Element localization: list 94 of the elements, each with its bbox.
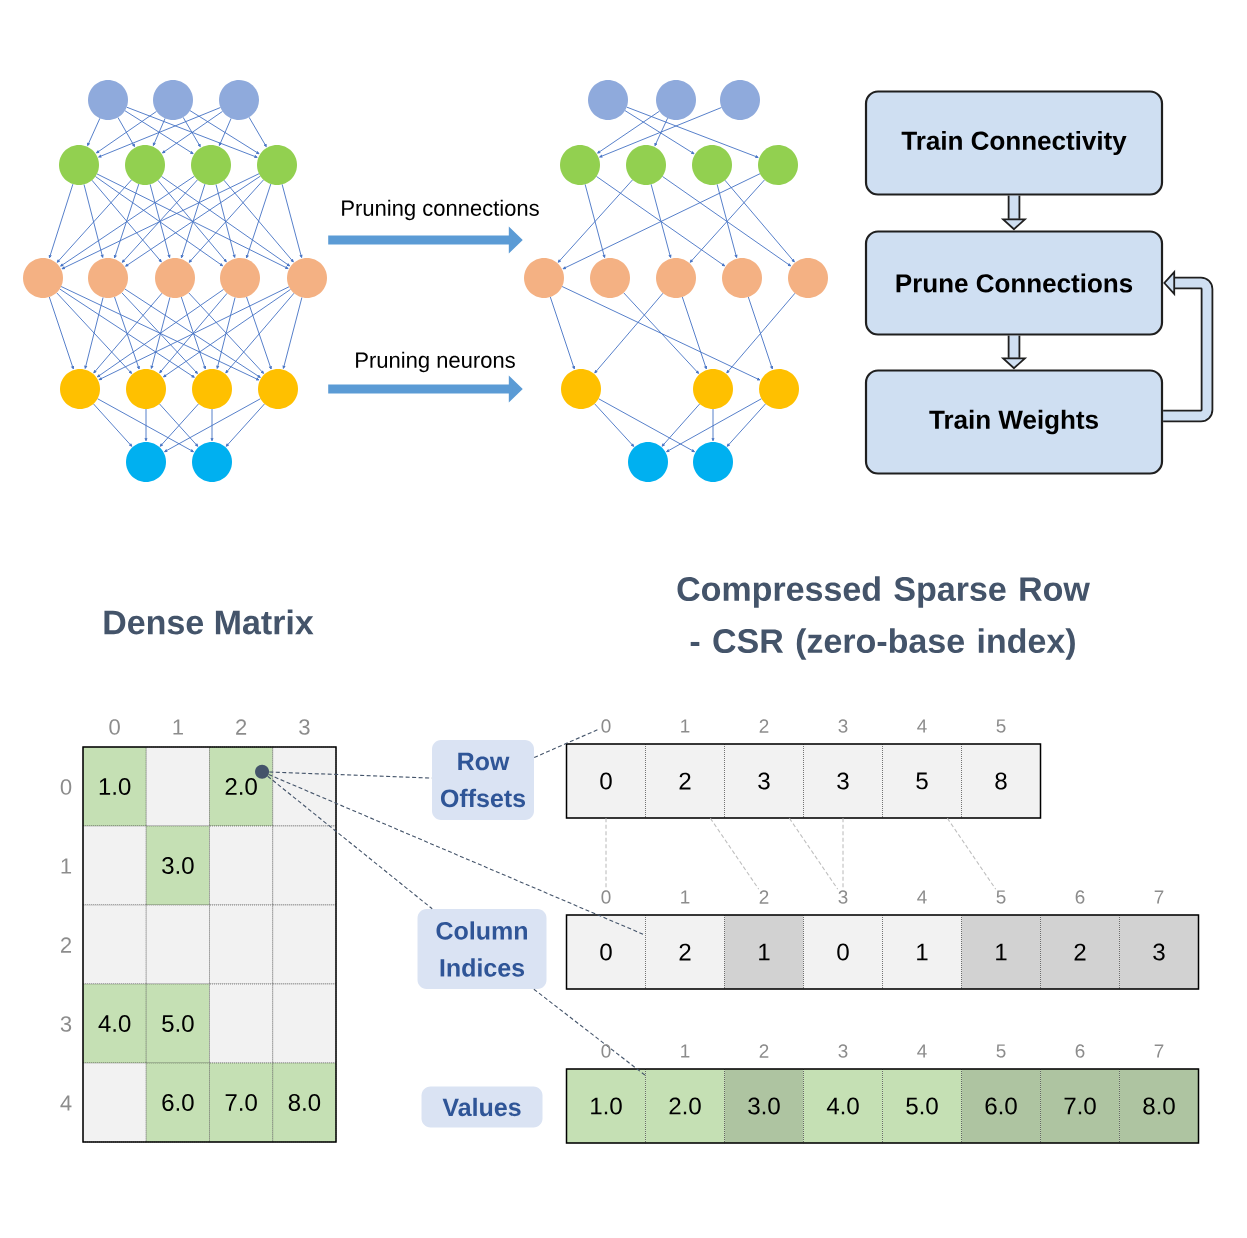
matrix-cell: 3.0 — [145, 825, 210, 906]
matrix-cell — [272, 983, 337, 1064]
index-number: 5 — [996, 1044, 1006, 1058]
index-number: 4 — [60, 1095, 72, 1111]
heading: Compressed Sparse Row - CSR (zero-base index) — [677, 576, 1090, 660]
array-cell: 7.0 — [1040, 1068, 1120, 1144]
matrix-cell — [209, 983, 274, 1064]
process-box: Prune Connections — [864, 230, 1164, 336]
array-cell: 4.0 — [803, 1068, 883, 1144]
process-box: Train Weights — [864, 369, 1164, 475]
matrix-cell — [272, 746, 337, 827]
index-number: 6 — [1075, 890, 1085, 904]
marker-dot — [255, 764, 270, 779]
index-number: 5 — [996, 719, 1006, 733]
index-number: 4 — [917, 890, 927, 904]
array-cell: 0 — [803, 914, 883, 990]
index-number: 1 — [681, 1044, 690, 1058]
index-number: 2 — [61, 937, 71, 953]
matrix-cell — [209, 825, 274, 906]
array-cell: 0 — [566, 914, 646, 990]
matrix-cell: 1.0 — [82, 746, 147, 827]
index-number: 2 — [236, 719, 247, 735]
index-number: 0 — [601, 1044, 611, 1058]
leader-line — [842, 817, 844, 890]
leader-line — [946, 817, 997, 890]
array-cell: 2.0 — [645, 1068, 725, 1144]
array-cell: 2 — [645, 914, 725, 990]
array-cell: 2 — [1040, 914, 1120, 990]
index-number: 7 — [1154, 1044, 1164, 1058]
label-tag: Row Offsets — [432, 740, 534, 820]
index-number: 1 — [61, 858, 72, 874]
index-number: 0 — [109, 719, 120, 735]
index-number: 0 — [601, 719, 611, 733]
matrix-cell: 5.0 — [145, 983, 210, 1064]
matrix-cell: 8.0 — [272, 1062, 337, 1143]
array-cell: 5.0 — [882, 1068, 962, 1144]
index-number: 3 — [299, 719, 310, 735]
leader-line — [268, 773, 646, 936]
matrix-cell — [272, 825, 337, 906]
label-tag: Column Indices — [417, 909, 547, 989]
matrix-cell — [82, 904, 147, 985]
leader-line — [605, 817, 607, 890]
array-cell: 3 — [803, 743, 883, 819]
index-number: 0 — [60, 779, 72, 795]
array-cell: 3.0 — [724, 1068, 804, 1144]
matrix-cell: 6.0 — [145, 1062, 210, 1143]
edge-label: Pruning connections — [342, 199, 539, 221]
matrix-cell: 7.0 — [209, 1062, 274, 1143]
index-number: 1 — [173, 719, 183, 735]
array-cell: 1 — [882, 914, 962, 990]
index-number: 2 — [759, 719, 769, 733]
index-number: 1 — [681, 890, 690, 904]
matrix-cell — [82, 1062, 147, 1143]
neural-network-drawing — [23, 80, 327, 482]
index-number: 3 — [60, 1016, 72, 1032]
index-number: 5 — [996, 890, 1006, 904]
array-cell: 1 — [961, 914, 1041, 990]
array-cell: 3 — [724, 743, 804, 819]
index-number: 3 — [838, 1044, 848, 1058]
array-cell: 6.0 — [961, 1068, 1041, 1144]
leader-line — [268, 771, 433, 779]
label-tag: Values — [421, 1086, 543, 1128]
array-cell: 2 — [645, 743, 725, 819]
matrix-cell: 4.0 — [82, 983, 147, 1064]
index-number: 4 — [917, 719, 927, 733]
matrix-cell — [272, 904, 337, 985]
heading: Dense Matrix — [104, 609, 314, 635]
array-cell: 1.0 — [566, 1068, 646, 1144]
index-number: 4 — [917, 1044, 927, 1058]
index-number: 1 — [681, 719, 690, 733]
matrix-cell — [145, 746, 210, 827]
matrix-cell — [82, 825, 147, 906]
index-number: 2 — [759, 890, 769, 904]
leader-line — [709, 817, 760, 890]
array-cell: 8 — [961, 743, 1041, 819]
array-cell: 8.0 — [1119, 1068, 1199, 1144]
index-number: 3 — [838, 890, 848, 904]
array-cell: 1 — [724, 914, 804, 990]
leader-line — [267, 775, 433, 910]
leader-line — [533, 988, 646, 1076]
edge-label: Pruning neurons — [356, 351, 515, 373]
leader-line — [788, 817, 839, 890]
array-cell: 0 — [566, 743, 646, 819]
process-box: Train Connectivity — [864, 90, 1164, 196]
matrix-cell — [145, 904, 210, 985]
index-number: 0 — [601, 890, 611, 904]
index-number: 2 — [759, 1044, 769, 1058]
array-cell: 3 — [1119, 914, 1199, 990]
array-cell: 5 — [882, 743, 962, 819]
index-number: 7 — [1154, 890, 1164, 904]
index-number: 3 — [838, 719, 848, 733]
matrix-cell — [209, 904, 274, 985]
matrix-cell: 2.0 — [209, 746, 274, 827]
index-number: 6 — [1075, 1044, 1085, 1058]
